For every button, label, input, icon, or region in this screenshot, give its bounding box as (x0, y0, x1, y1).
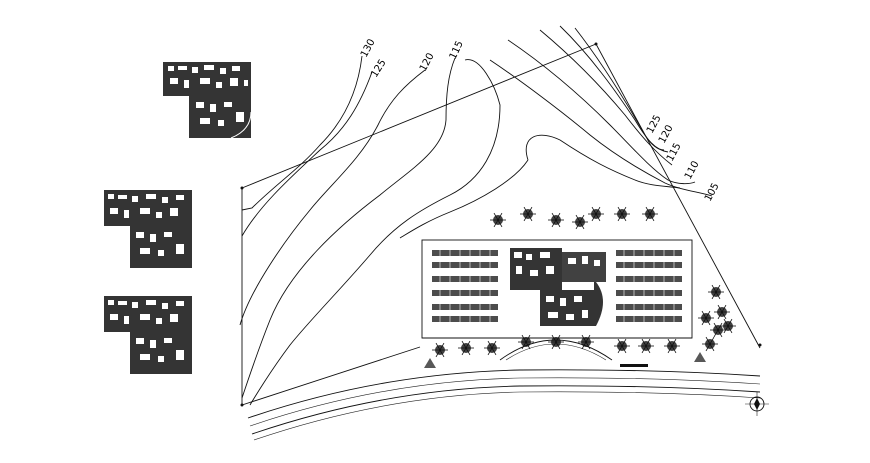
tree-symbol (578, 334, 594, 350)
contour-lines (239, 25, 713, 406)
tree-symbol (708, 284, 724, 300)
contour-labels-right: 125 120 115 110 105 (645, 113, 722, 203)
north-arrow (745, 392, 769, 416)
tree-symbol (520, 206, 536, 222)
contour-label-125: 125 (369, 58, 388, 80)
contour-label-115-right: 115 (665, 141, 684, 163)
contour-label-120: 120 (418, 51, 437, 73)
tree-symbol (518, 334, 534, 350)
floor-plan-2 (104, 190, 192, 268)
contour-label-110-right: 110 (683, 159, 702, 181)
tree-symbol (698, 310, 714, 326)
tree-symbol (588, 206, 604, 222)
tree-symbol (714, 304, 730, 320)
tree-symbol (548, 212, 564, 228)
tree-symbol (614, 338, 630, 354)
road (247, 352, 761, 441)
tree-symbol (484, 340, 500, 356)
tree-symbol (710, 322, 726, 338)
contour-labels-left: 130 125 120 115 (359, 37, 466, 79)
tree-symbol (702, 336, 718, 352)
tree-symbol (642, 206, 658, 222)
parking-right (616, 250, 682, 322)
parking-left (432, 250, 498, 322)
tree-symbol (614, 206, 630, 222)
tree-symbol (720, 318, 736, 334)
tree-symbol (432, 342, 448, 358)
trees (432, 206, 736, 358)
central-building (499, 248, 613, 361)
tree-symbol (664, 338, 680, 354)
tree-symbol (458, 340, 474, 356)
floor-plan-1 (163, 62, 252, 139)
tree-symbol (638, 338, 654, 354)
tree-symbol (548, 334, 564, 350)
contour-label-105-right: 105 (703, 181, 722, 203)
contour-label-115: 115 (448, 39, 466, 61)
floor-plan-3 (104, 296, 192, 374)
contour-label-130: 130 (359, 37, 378, 59)
tree-symbol (572, 214, 588, 230)
tree-symbol (490, 212, 506, 228)
